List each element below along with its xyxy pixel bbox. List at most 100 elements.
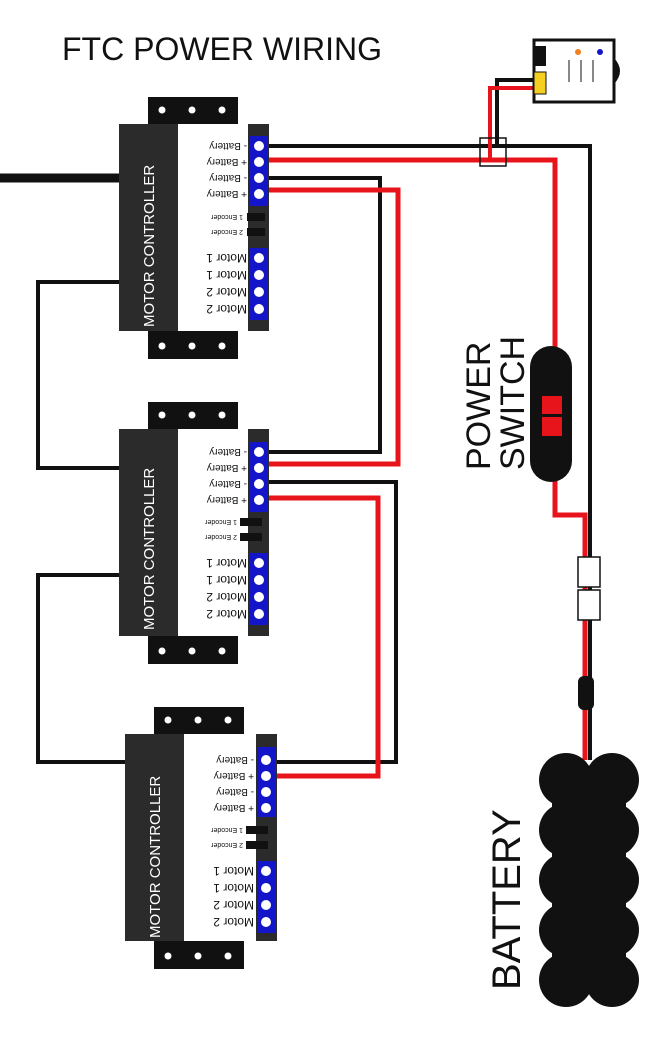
terminal-label: - Battery bbox=[209, 140, 247, 151]
terminal-screw bbox=[254, 173, 264, 183]
connector-housing bbox=[577, 556, 601, 588]
fuse-module-text bbox=[592, 60, 594, 82]
motor-label: Motor 2 bbox=[206, 285, 247, 299]
mount-hole bbox=[224, 716, 232, 724]
wire-black-fuse bbox=[495, 78, 535, 146]
encoder-label: 2 Encoder bbox=[204, 533, 237, 540]
motor-terminal-block bbox=[257, 861, 276, 933]
terminal-label: + Battery bbox=[207, 462, 247, 473]
status-led bbox=[597, 49, 603, 55]
battery-core bbox=[552, 770, 626, 990]
wires bbox=[0, 78, 592, 779]
terminal-screw bbox=[254, 463, 264, 473]
encoder-port bbox=[240, 518, 262, 526]
terminal-screw bbox=[254, 609, 264, 619]
fuse-module-plug bbox=[534, 46, 546, 66]
wire-black-mc1-mc2 bbox=[268, 176, 382, 454]
terminal-screw bbox=[261, 900, 271, 910]
terminal-label: + Battery bbox=[207, 494, 247, 505]
mount-hole bbox=[158, 647, 166, 655]
mount-hole bbox=[188, 106, 196, 114]
terminal-screw bbox=[254, 157, 264, 167]
motor-label: Motor 2 bbox=[206, 302, 247, 316]
mount-hole bbox=[188, 411, 196, 419]
wire-black-mc1-main bbox=[268, 144, 592, 760]
mount-hole bbox=[188, 342, 196, 350]
mount-hole bbox=[218, 411, 226, 419]
motor-label: Motor 2 bbox=[206, 607, 247, 621]
terminal-screw bbox=[254, 447, 264, 457]
battery-terminal-block bbox=[250, 136, 268, 206]
motor-terminal-block bbox=[250, 553, 268, 625]
controller-label: MOTOR CONTROLLER bbox=[147, 776, 164, 938]
terminal-screw bbox=[254, 253, 264, 263]
encoder-port bbox=[247, 228, 265, 236]
label-panel bbox=[184, 734, 256, 941]
battery-terminal-block bbox=[250, 442, 268, 512]
motor-controller-1: MOTOR CONTROLLER - Battery + Battery - B… bbox=[119, 97, 269, 359]
mount-hole bbox=[164, 952, 172, 960]
terminal-label: - Battery bbox=[209, 172, 247, 183]
terminal-label: + Battery bbox=[214, 770, 254, 781]
wire-black-mc2-mc3 bbox=[268, 480, 398, 764]
terminal-label: - Battery bbox=[216, 754, 254, 765]
motor-label: Motor 1 bbox=[206, 251, 247, 265]
motor-label: Motor 1 bbox=[213, 864, 254, 878]
terminal-screw bbox=[254, 287, 264, 297]
label-panel bbox=[178, 429, 248, 636]
fuse-module bbox=[532, 38, 620, 104]
inline-connector bbox=[577, 556, 601, 621]
motor-controller-3: MOTOR CONTROLLER - Battery + Battery - B… bbox=[125, 707, 277, 969]
motor-label: Motor 1 bbox=[206, 573, 247, 587]
terminal-label: - Battery bbox=[209, 478, 247, 489]
motor-label: Motor 1 bbox=[213, 881, 254, 895]
encoder-label: 2 Encoder bbox=[210, 228, 243, 235]
wire-red-mc1-main bbox=[268, 157, 558, 350]
terminal-screw bbox=[254, 141, 264, 151]
encoder-port bbox=[240, 533, 262, 541]
controller-label: MOTOR CONTROLLER bbox=[141, 165, 158, 327]
battery-pack bbox=[539, 753, 639, 1007]
terminal-label: - Battery bbox=[216, 786, 254, 797]
wire-black-left-loop-2 bbox=[36, 573, 126, 764]
terminal-label: + Battery bbox=[207, 188, 247, 199]
mount-hole bbox=[158, 342, 166, 350]
motor-label: Motor 2 bbox=[213, 915, 254, 929]
mount-hole bbox=[194, 952, 202, 960]
mount-hole bbox=[188, 647, 196, 655]
controller-label: MOTOR CONTROLLER bbox=[141, 468, 158, 630]
mount-hole bbox=[218, 106, 226, 114]
mount-hole bbox=[218, 342, 226, 350]
encoder-label: 2 Encoder bbox=[210, 841, 243, 848]
terminal-screw bbox=[254, 270, 264, 280]
wire-red-mc1-mc2 bbox=[268, 187, 401, 467]
encoder-label: 1 Encoder bbox=[204, 518, 237, 525]
terminal-screw bbox=[261, 771, 271, 781]
motor-terminal-block bbox=[250, 248, 268, 320]
mount-hole bbox=[194, 716, 202, 724]
wire-splice bbox=[479, 137, 507, 167]
terminal-screw bbox=[254, 575, 264, 585]
wire-red-switch-down bbox=[552, 480, 588, 760]
terminal-screw bbox=[254, 479, 264, 489]
power-switch-label: SWITCH bbox=[494, 336, 532, 470]
encoder-port bbox=[246, 841, 268, 849]
terminal-screw bbox=[254, 304, 264, 314]
terminal-label: - Battery bbox=[209, 446, 247, 457]
encoder-label: 1 Encoder bbox=[210, 826, 243, 833]
battery-terminal-block bbox=[257, 747, 276, 817]
terminal-screw bbox=[261, 917, 271, 927]
motor-controller-2: MOTOR CONTROLLER - Battery + Battery - B… bbox=[119, 402, 269, 664]
terminal-screw bbox=[261, 883, 271, 893]
terminal-label: + Battery bbox=[207, 156, 247, 167]
fuse-module-connector bbox=[533, 71, 547, 95]
mount-hole bbox=[224, 952, 232, 960]
terminal-screw bbox=[261, 803, 271, 813]
terminal-screw bbox=[254, 189, 264, 199]
terminal-screw bbox=[254, 558, 264, 568]
diagram-title: FTC POWER WIRING bbox=[62, 31, 382, 67]
fuse-module-text bbox=[580, 60, 582, 82]
terminal-screw bbox=[254, 592, 264, 602]
mount-hole bbox=[158, 106, 166, 114]
